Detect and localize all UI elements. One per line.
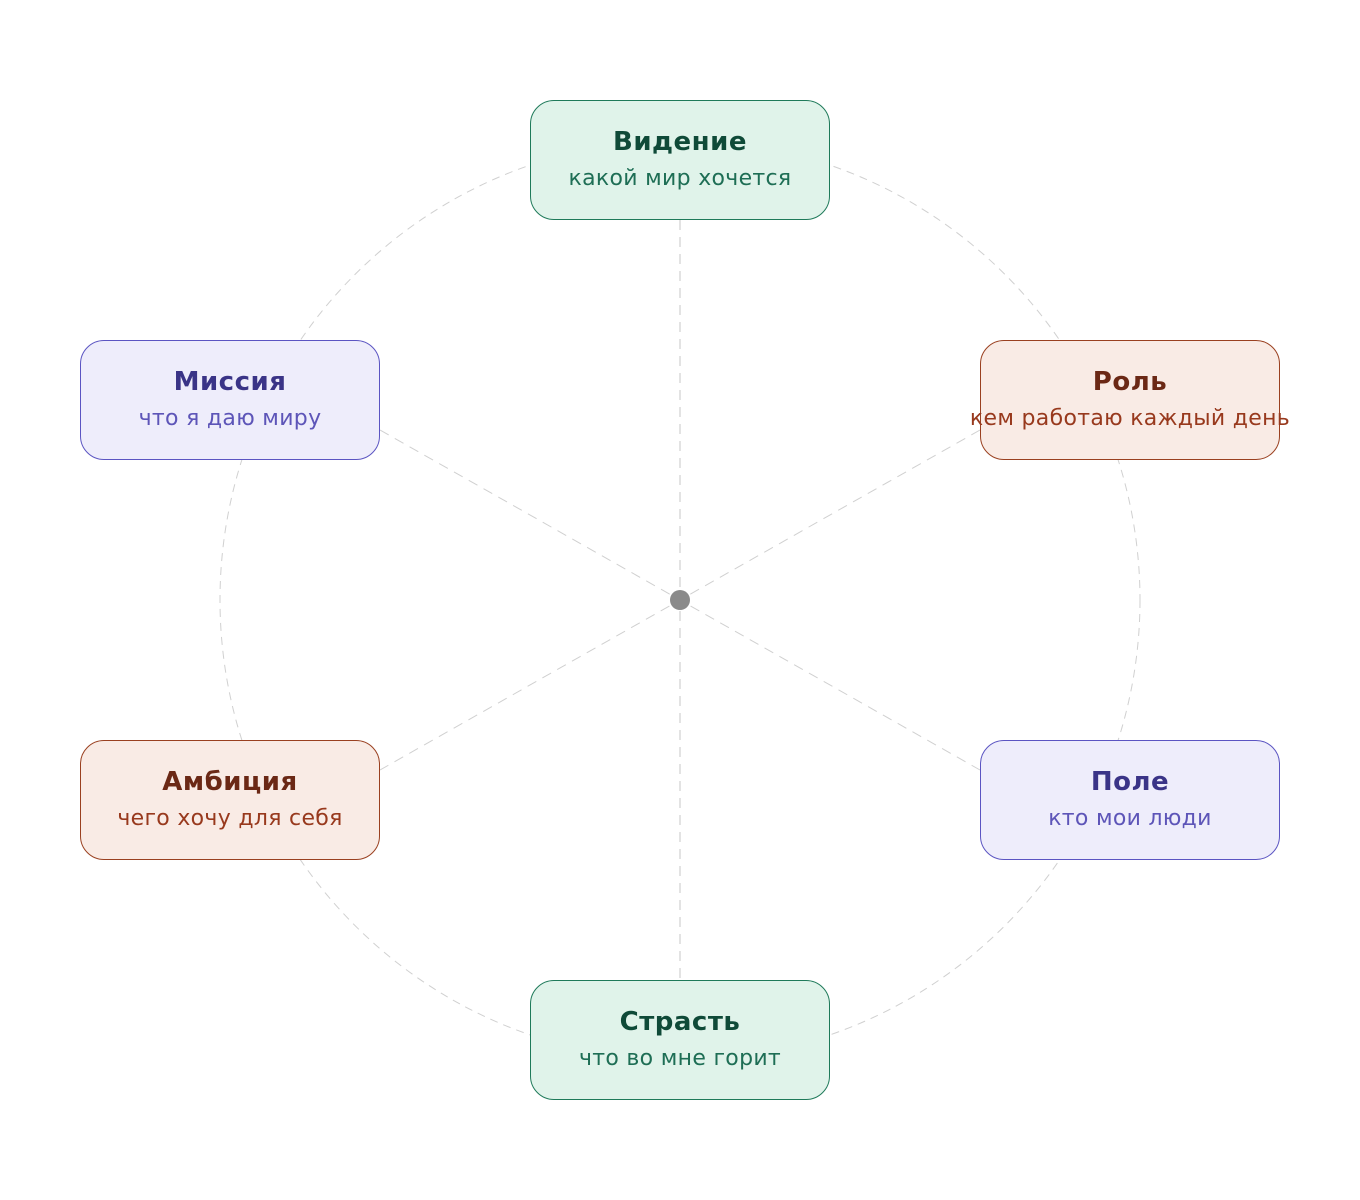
node-field-title: Поле [1090, 767, 1170, 797]
center-dot [670, 590, 690, 610]
node-mission: Миссия что я даю миру [80, 340, 380, 460]
node-passion-subtitle: что во мне горит [578, 1046, 782, 1071]
node-mission-title: Миссия [173, 367, 287, 397]
node-vision-title: Видение [613, 127, 747, 157]
node-passion-title: Страсть [619, 1007, 741, 1037]
node-ambition-subtitle: чего хочу для себя [117, 806, 343, 831]
node-field-subtitle: кто мои люди [1048, 806, 1212, 831]
node-mission-subtitle: что я даю миру [138, 406, 322, 431]
outer-guide-circle [219, 139, 1141, 1061]
node-passion: Страсть что во мне горит [530, 980, 830, 1100]
node-role-title: Роль [1092, 367, 1168, 397]
node-role: Роль кем работаю каждый день [970, 340, 1290, 460]
node-role-subtitle: кем работаю каждый день [969, 406, 1291, 431]
node-ambition: Амбиция чего хочу для себя [80, 740, 380, 860]
node-ambition-title: Амбиция [162, 767, 298, 797]
node-field: Поле кто мои люди [980, 740, 1280, 860]
node-vision: Видение какой мир хочется [530, 100, 830, 220]
node-vision-subtitle: какой мир хочется [568, 166, 792, 191]
